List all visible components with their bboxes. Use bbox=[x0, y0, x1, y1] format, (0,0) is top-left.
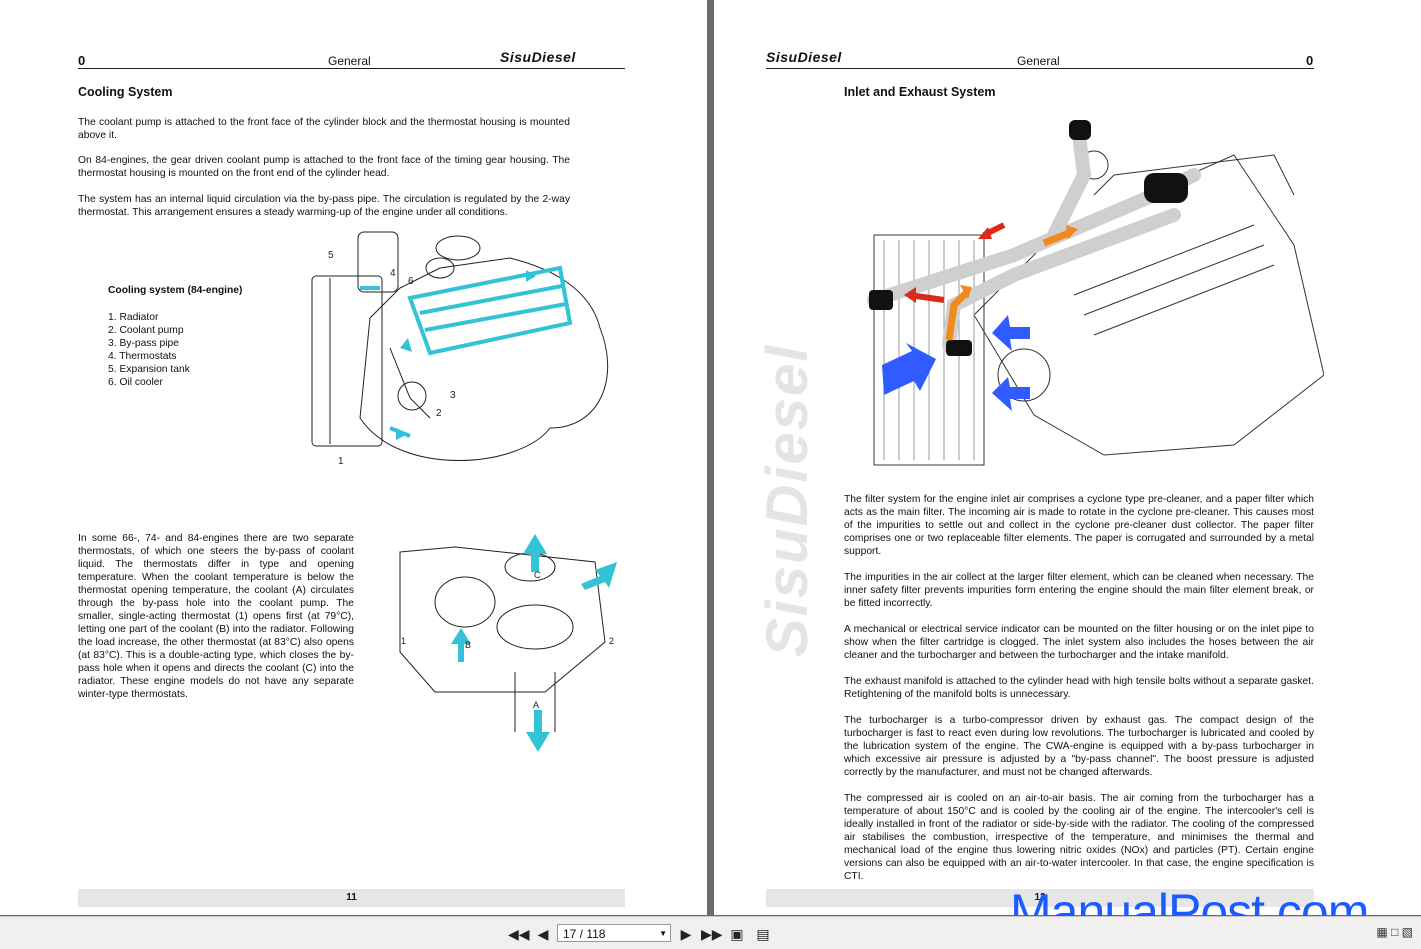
page-footer: 11 bbox=[78, 889, 625, 907]
legend-item: 4. Thermostats bbox=[108, 351, 177, 362]
chevron-down-icon: ▼ bbox=[659, 929, 667, 938]
header-rule bbox=[78, 68, 625, 69]
callout-2: 2 bbox=[609, 636, 614, 646]
first-page-icon[interactable]: ◀◀ bbox=[508, 926, 530, 942]
paragraph: The system has an internal liquid circul… bbox=[78, 194, 570, 218]
section-title: Inlet and Exhaust System bbox=[844, 85, 996, 99]
page-number-select[interactable]: 17 / 118 ▼ bbox=[557, 924, 671, 942]
paragraph: The impurities in the air collect at the… bbox=[844, 572, 1314, 609]
header-rule bbox=[766, 68, 1314, 69]
chapter-number: 0 bbox=[78, 53, 86, 68]
section-title: Cooling System bbox=[78, 85, 173, 99]
legend-item: 5. Expansion tank bbox=[108, 364, 190, 375]
paragraph: The coolant pump is attached to the fron… bbox=[78, 117, 570, 141]
callout-3: 3 bbox=[450, 390, 456, 401]
paragraph: The exhaust manifold is attached to the … bbox=[844, 676, 1314, 700]
paragraph: A mechanical or electrical service indic… bbox=[844, 624, 1314, 661]
engine-inlet-exhaust-diagram bbox=[867, 120, 1324, 466]
right-page: SisuDiesel General 0 SisuDiesel Inlet an… bbox=[714, 0, 1421, 915]
figure-caption-title: Cooling system (84-engine) bbox=[108, 285, 243, 296]
brand-watermark: SisuDiesel bbox=[755, 343, 820, 657]
brand-logo: SisuDiesel bbox=[766, 49, 842, 65]
fit-page-icon[interactable]: ▣ bbox=[730, 926, 744, 942]
last-page-icon[interactable]: ▶▶ bbox=[701, 926, 723, 942]
callout-2: 2 bbox=[436, 408, 442, 419]
thermostat-diagram: 1 2 A B C bbox=[399, 534, 617, 752]
callout-6: 6 bbox=[408, 276, 414, 287]
fit-width-icon[interactable]: ▤ bbox=[756, 926, 770, 942]
paragraph: The turbocharger is a turbo-compressor d… bbox=[844, 715, 1314, 778]
header-title: General bbox=[328, 54, 371, 68]
page-indicator: 17 / 118 bbox=[563, 927, 606, 941]
paragraph: On 84-engines, the gear driven coolant p… bbox=[78, 155, 570, 179]
chapter-number: 0 bbox=[1306, 53, 1314, 68]
callout-1: 1 bbox=[338, 456, 344, 467]
legend-item: 6. Oil cooler bbox=[108, 377, 163, 388]
viewer-toolbar: ◀◀ ◀ 17 / 118 ▼ ▶ ▶▶ ▣ ▤ ▦ □ ▧ bbox=[0, 916, 1421, 949]
callout-1: 1 bbox=[401, 636, 406, 646]
page-footer: 12 bbox=[766, 889, 1314, 907]
callout-5: 5 bbox=[328, 250, 334, 261]
view-mode-icons[interactable]: ▦ □ ▧ bbox=[1376, 925, 1413, 939]
callout-A: A bbox=[533, 700, 539, 710]
paragraph: The compressed air is cooled on an air-t… bbox=[844, 793, 1314, 882]
brand-logo: SisuDiesel bbox=[500, 49, 576, 65]
header-title: General bbox=[1017, 54, 1060, 68]
paragraph: In some 66-, 74- and 84-engines there ar… bbox=[78, 533, 354, 700]
legend-item: 1. Radiator bbox=[108, 312, 159, 323]
next-page-icon[interactable]: ▶ bbox=[680, 926, 692, 942]
legend-item: 3. By-pass pipe bbox=[108, 338, 179, 349]
paragraph: The filter system for the engine inlet a… bbox=[844, 494, 1314, 557]
cooling-system-diagram: 1 2 3 4 5 6 bbox=[311, 231, 609, 467]
legend-item: 2. Coolant pump bbox=[108, 325, 184, 336]
callout-4: 4 bbox=[390, 268, 396, 279]
callout-C: C bbox=[534, 570, 541, 580]
prev-page-icon[interactable]: ◀ bbox=[537, 926, 549, 942]
callout-B: B bbox=[465, 640, 471, 650]
figure-legend: 1. Radiator 2. Coolant pump 3. By-pass p… bbox=[108, 311, 190, 389]
left-page: 0 General SisuDiesel Cooling System The … bbox=[0, 0, 707, 915]
